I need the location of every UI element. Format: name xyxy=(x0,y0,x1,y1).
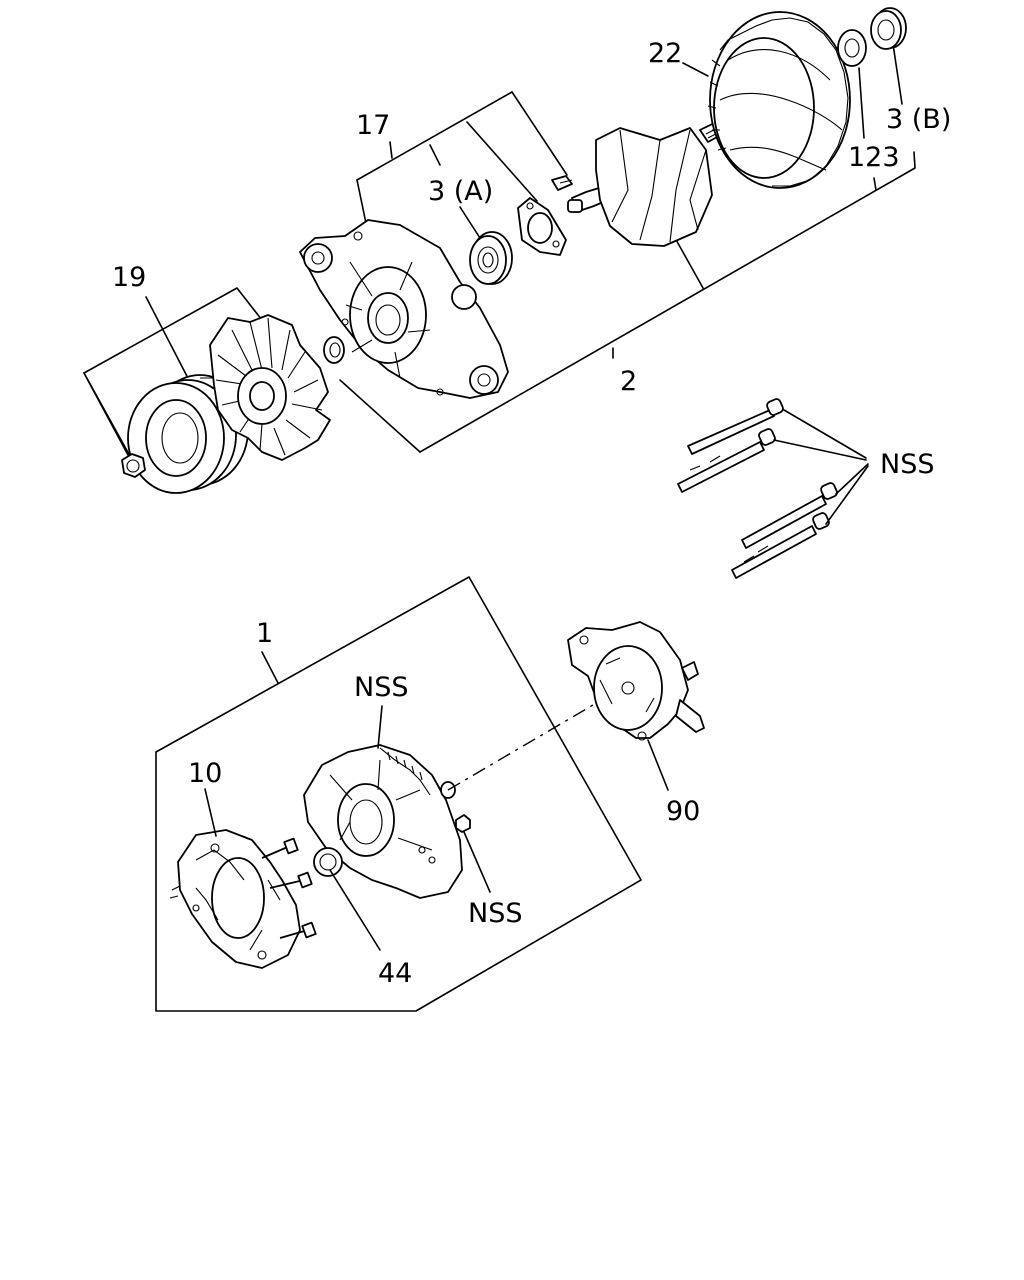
callout-123: 123 xyxy=(848,142,900,173)
assembly-axis-line xyxy=(447,687,623,791)
callout-17: 17 xyxy=(356,110,390,141)
slip-ring-end-frame-icon xyxy=(303,744,463,899)
callout-90: 90 xyxy=(666,796,700,827)
upper-leader-lines xyxy=(83,43,903,457)
drive-end-frame-icon xyxy=(299,219,509,399)
nss-bolts-leaders xyxy=(773,409,869,525)
pulley-icon xyxy=(127,374,249,494)
callout-2: 2 xyxy=(620,366,637,397)
bearing-a-icon xyxy=(469,231,513,285)
callout-nss-frame: NSS xyxy=(354,672,408,703)
callout-3a: 3 (A) xyxy=(428,176,493,207)
callout-3b: 3 (B) xyxy=(886,104,951,135)
lower-bracket-lines xyxy=(155,576,642,1012)
callout-1: 1 xyxy=(256,618,273,649)
callout-19: 19 xyxy=(112,262,146,293)
small-nut-icon xyxy=(455,814,471,833)
screw-icon xyxy=(551,175,573,191)
nut-icon xyxy=(121,453,146,478)
callout-22: 22 xyxy=(648,38,682,69)
spacer-icon xyxy=(323,336,345,364)
callout-nss-nut: NSS xyxy=(468,898,522,929)
callout-10: 10 xyxy=(188,758,222,789)
regulator-icon xyxy=(567,621,705,741)
washer-icon xyxy=(837,29,867,67)
callout-nss-bolts: NSS xyxy=(880,449,934,480)
end-cover-icon xyxy=(169,829,317,969)
callout-44: 44 xyxy=(378,958,412,989)
retainer-plate-icon xyxy=(517,197,567,256)
through-bolts-icon xyxy=(677,398,838,579)
fan-icon xyxy=(209,314,331,461)
lower-leader-lines xyxy=(204,705,669,951)
bearing-b-icon xyxy=(870,7,907,50)
stator-icon xyxy=(707,11,851,189)
